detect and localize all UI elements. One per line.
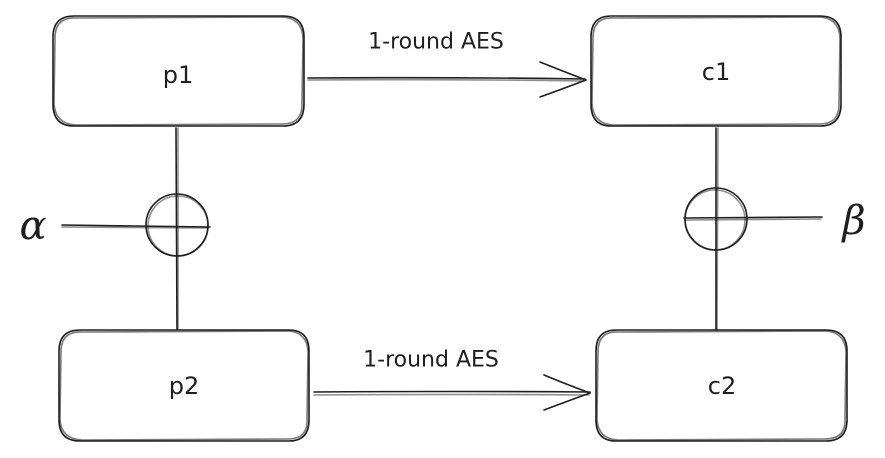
box-c2-label: c2 [708, 372, 736, 400]
box-c1-label: c1 [702, 58, 730, 86]
box-p2: p2 [58, 329, 310, 442]
arrow-p2-to-c2 [313, 374, 591, 411]
input-alpha-label: α [19, 203, 46, 249]
box-p2-label: p2 [169, 372, 200, 400]
input-beta-label: β [840, 198, 865, 244]
box-c2: c2 [595, 329, 848, 442]
line-c1-c2 [715, 127, 719, 331]
xor-left-icon [61, 193, 211, 257]
arrow-p1-to-c1 [307, 61, 587, 98]
box-p1-label: p1 [163, 61, 194, 89]
edge-label-top: 1-round AES [368, 30, 504, 55]
xor-right-icon [683, 187, 823, 251]
box-p1: p1 [52, 15, 305, 127]
edge-label-bottom: 1-round AES [363, 348, 499, 373]
box-c1: c1 [590, 15, 842, 127]
